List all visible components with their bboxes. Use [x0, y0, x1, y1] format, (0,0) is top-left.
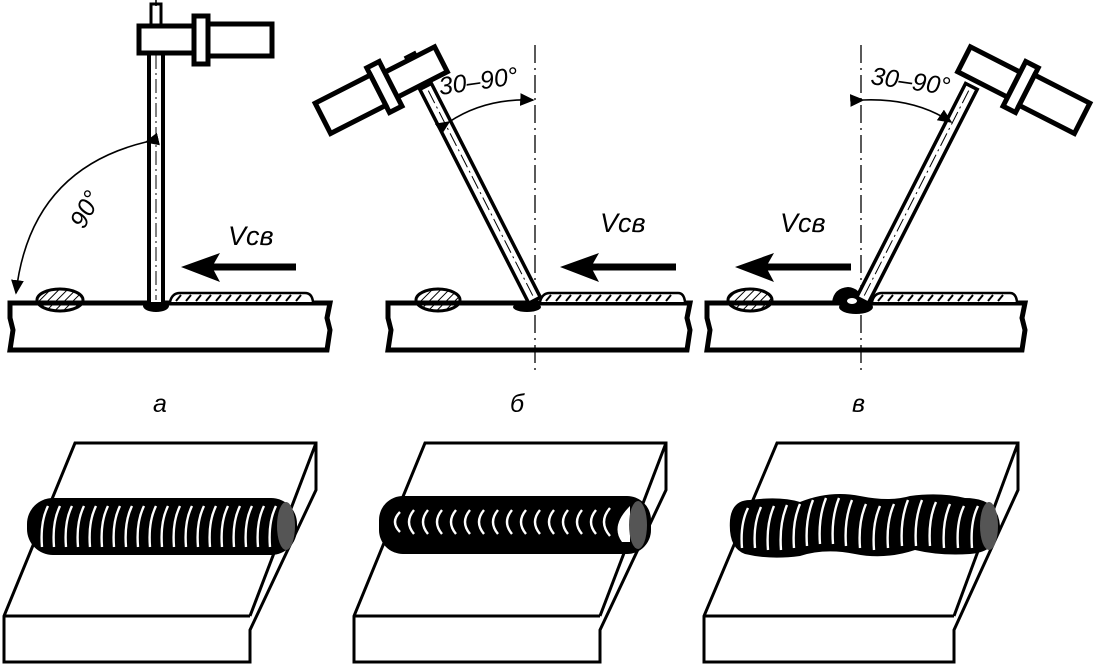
electrode-holder: [311, 43, 451, 137]
bead-end-section: [980, 502, 998, 550]
caption-b: б: [510, 390, 525, 418]
weld-bead-wide: [379, 496, 651, 554]
deposited-bead: [168, 291, 315, 303]
plate-a: [2, 441, 318, 664]
weld-pool: [832, 287, 873, 314]
bead-end-section: [277, 502, 295, 550]
angle-label-v: 30–90°: [869, 62, 952, 101]
caption-a: а: [153, 390, 167, 418]
cross-section-bead: [35, 287, 85, 313]
angle-label-b: 30–90°: [437, 62, 520, 101]
angle-arc: [849, 94, 953, 123]
deposited-bead: [538, 291, 687, 303]
weld-bead-uniform: [27, 498, 297, 555]
weld-bead-irregular: [729, 494, 1000, 558]
angle-arc: [434, 93, 535, 135]
speed-label-v: Vсв: [780, 208, 826, 238]
plate-b: [352, 441, 668, 664]
travel-direction-arrow: [181, 253, 296, 282]
cross-section-bead: [414, 287, 462, 313]
angle-arc: [11, 132, 160, 295]
workpiece-section: [385, 300, 694, 353]
plate-v: [702, 441, 1020, 664]
travel-direction-arrow: [735, 253, 851, 282]
electrode: [403, 50, 543, 306]
workpiece-section: [704, 300, 1029, 353]
workpiece-section: [7, 300, 334, 353]
speed-label-a: Vсв: [228, 221, 274, 251]
speed-label-b: Vсв: [600, 208, 646, 238]
panel-a: 90° Vсв а: [7, 0, 334, 418]
cross-section-bead: [726, 287, 774, 313]
panel-v: 30–90° Vсв в: [704, 43, 1094, 418]
bead-end-section: [629, 501, 647, 549]
caption-v: в: [852, 390, 865, 418]
weld-pool: [513, 302, 541, 312]
electrode-holder: [954, 43, 1094, 137]
deposited-bead: [870, 291, 1019, 303]
electrode-holder: [136, 13, 275, 67]
panel-b: 30–90° Vсв б: [311, 43, 694, 418]
travel-direction-arrow: [560, 253, 676, 282]
angle-label-a: 90°: [65, 186, 107, 233]
